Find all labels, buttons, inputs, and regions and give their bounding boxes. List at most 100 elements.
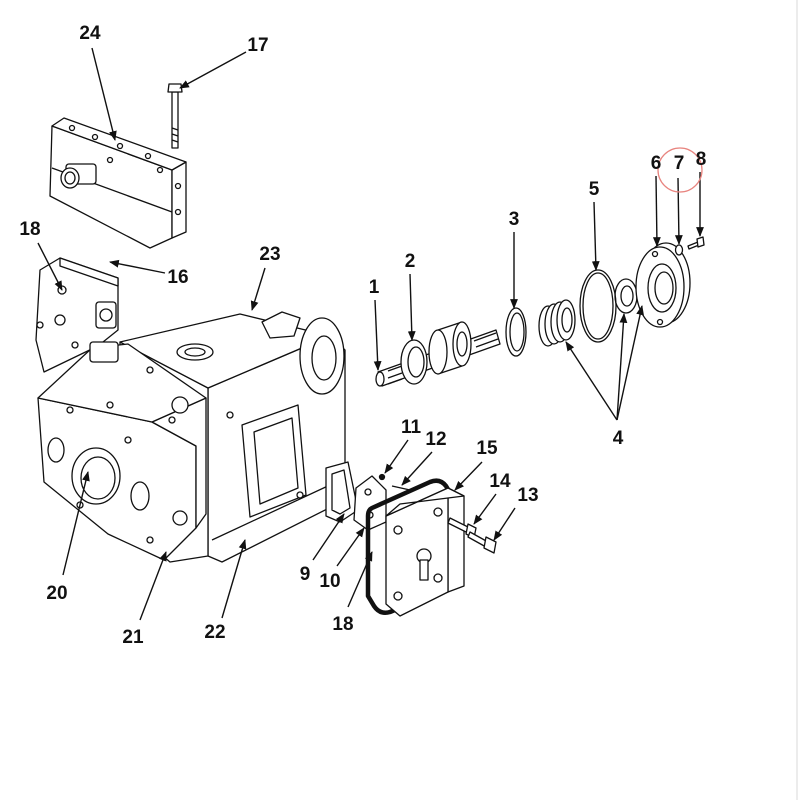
pin-11 <box>378 473 386 481</box>
port-plate-hole <box>71 341 79 349</box>
leader-13 <box>493 507 516 541</box>
callout-17: 17 <box>247 35 268 56</box>
spacer-ring <box>400 339 428 385</box>
leader-10 <box>336 527 365 567</box>
flange-bore-inner <box>654 271 674 305</box>
ring-inner <box>407 346 425 378</box>
snap-ring-inner <box>509 312 525 352</box>
top-cover-hole <box>106 156 114 164</box>
housing-edge <box>211 477 346 541</box>
callout-2: 2 <box>405 251 416 272</box>
leader-lines <box>37 47 704 621</box>
pins <box>378 473 411 491</box>
cover-15-hole <box>433 573 443 583</box>
top-cover-hole <box>156 166 164 174</box>
end-cover-hole <box>172 510 188 526</box>
leader-1 <box>373 299 382 371</box>
callout-1: 1 <box>369 277 380 298</box>
o-ring-inner <box>582 272 614 340</box>
leader-17 <box>179 51 247 89</box>
top-cover-side <box>171 161 187 239</box>
housing-hole <box>296 491 304 499</box>
top-cover-hole <box>116 142 124 150</box>
callout-10: 10 <box>319 571 340 592</box>
seal-coil-inner <box>561 307 573 333</box>
shaft-spline <box>475 338 499 348</box>
bearing-inner <box>456 331 468 357</box>
callout-4: 4 <box>613 428 624 449</box>
leader-23 <box>250 267 266 311</box>
port-plate-fitting-bore <box>99 308 113 322</box>
control-cover <box>385 487 465 617</box>
leader-21 <box>139 551 167 621</box>
retaining-ring <box>505 307 527 357</box>
bolt-thread <box>171 139 179 143</box>
screw-head <box>696 236 705 248</box>
top-cover-hole <box>174 208 182 216</box>
callout-7: 7 <box>674 153 685 174</box>
cover-15-hole <box>393 591 403 601</box>
cover-bolts <box>447 517 497 554</box>
cover-15-top <box>385 487 465 517</box>
end-cover-hole <box>106 401 114 409</box>
cover-15-keyhole-slot <box>419 559 429 581</box>
end-cover-hole <box>66 406 74 414</box>
top-cover-hole <box>144 152 152 160</box>
end-cover-hole <box>168 416 176 424</box>
flange-hole <box>651 250 659 258</box>
leader-14 <box>473 493 497 525</box>
cover-15-side <box>447 487 465 593</box>
housing-top-port-inner <box>184 347 206 357</box>
end-cover-hole <box>171 396 189 414</box>
top-cover-hole <box>68 124 76 132</box>
top-cover-fitting-end-inner <box>64 171 76 185</box>
shaft-spline <box>473 332 497 342</box>
leader-9 <box>312 513 345 561</box>
housing-window-inner <box>253 417 299 505</box>
callout-14: 14 <box>489 471 511 492</box>
callout-3: 3 <box>509 209 520 230</box>
flange-screw <box>687 236 705 250</box>
bolt-thread <box>171 133 179 137</box>
end-cover-hole <box>146 366 154 374</box>
shaft-spline <box>387 365 403 372</box>
seal-flange <box>635 242 691 328</box>
drive-shaft <box>375 321 501 387</box>
small-gasket <box>325 461 359 523</box>
seal-set <box>538 278 638 347</box>
housing-boss-inner <box>311 335 337 381</box>
leader-24 <box>91 47 117 141</box>
bearing-face <box>428 329 448 375</box>
washer <box>674 244 684 256</box>
callout-5: 5 <box>589 179 600 200</box>
callout-24: 24 <box>79 23 101 44</box>
flange-hole <box>656 318 664 326</box>
housing-lug <box>261 311 301 339</box>
leader-16 <box>109 259 166 274</box>
end-cover-port <box>47 437 65 463</box>
leader-18-bottom <box>347 551 373 608</box>
leader-15 <box>454 461 483 491</box>
port-plate-hole <box>36 321 44 329</box>
end-cover-hole <box>124 436 132 444</box>
leader-4c <box>616 305 644 421</box>
leader-7 <box>674 177 683 245</box>
callout-18-bottom: 18 <box>332 614 353 635</box>
cover-15-hole <box>393 525 403 535</box>
leader-22 <box>221 539 247 619</box>
leader-4a <box>565 341 618 421</box>
housing-hole <box>226 411 234 419</box>
shaft-spline <box>387 378 403 385</box>
port-plate-hole <box>54 314 66 326</box>
leader-11 <box>384 439 409 474</box>
callout-11: 11 <box>401 417 422 438</box>
end-cover-hole <box>146 536 154 544</box>
cover-bolt <box>167 83 183 149</box>
gasket-9-inner <box>331 469 351 515</box>
callout-23: 23 <box>259 244 280 265</box>
callout-6: 6 <box>651 153 662 174</box>
washer-ring <box>674 244 684 256</box>
callout-8: 8 <box>696 149 707 170</box>
highlight-circle <box>657 147 703 193</box>
